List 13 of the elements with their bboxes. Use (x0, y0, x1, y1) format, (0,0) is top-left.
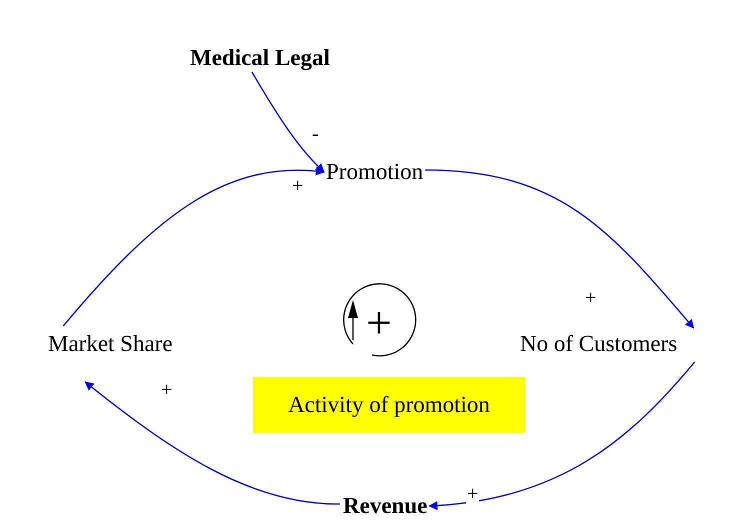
causal-arrow (251, 72, 325, 173)
variable-label: Revenue (343, 492, 428, 520)
causal-arrow (425, 169, 694, 329)
variable-label: Market Share (48, 330, 173, 358)
variable-label: Promotion (326, 158, 424, 186)
loop-polarity: + (366, 298, 392, 348)
causal-arrow (62, 166, 325, 326)
variable-label: No of Customers (520, 330, 678, 358)
causal-arrow (84, 381, 340, 505)
variable-label: Medical Legal (190, 44, 330, 72)
causal-arrow (428, 362, 696, 510)
note-box (253, 377, 525, 433)
note-text: Activity of promotion (288, 391, 490, 419)
